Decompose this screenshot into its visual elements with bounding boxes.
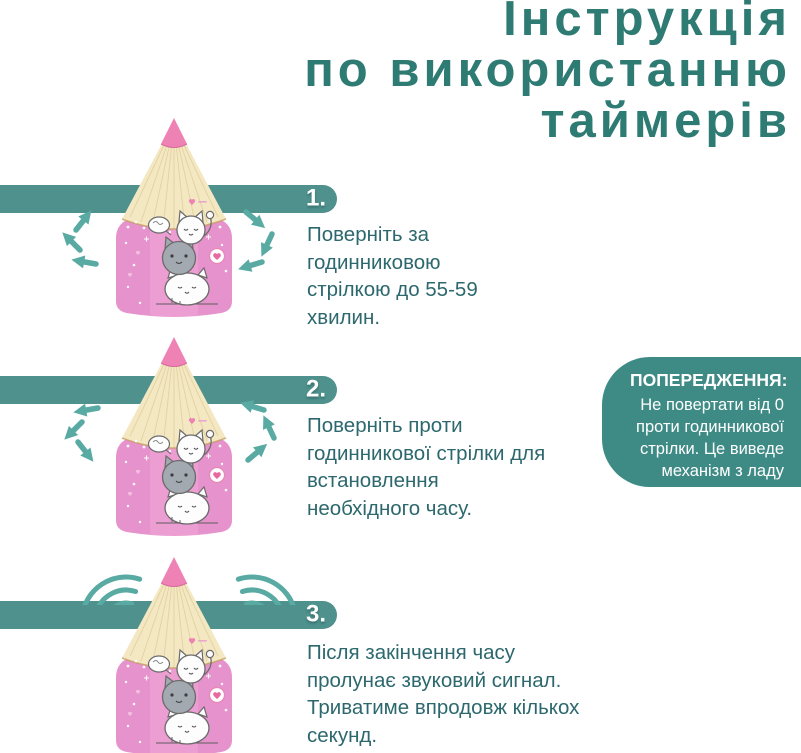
title-line-3: таймерів (540, 94, 791, 148)
title-line-2: по використанню (304, 43, 791, 97)
step-2-line: необхідного часу. (307, 496, 473, 520)
rotate-counterclockwise-right-arrows-icon (234, 394, 296, 468)
step-3-text: Після закінчення часу пролунає звуковий … (307, 639, 579, 749)
step-3-line: Триватиме впродовж кількох (307, 696, 580, 719)
step-1-line: Поверніть за (307, 223, 430, 246)
sound-waves-right-icon (214, 553, 298, 605)
step-2-line: встановлення (307, 469, 439, 492)
step-2-number: 2. (305, 375, 326, 403)
step-2-line: Поверніть проти (307, 414, 463, 437)
rotate-clockwise-left-arrows-icon (54, 208, 114, 272)
step-2-line: годинникової стрілки для (307, 441, 546, 465)
rotate-clockwise-right-arrows-icon (232, 204, 294, 278)
warning-line: проти годинникової (636, 418, 784, 436)
warning-title: ПОПЕРЕДЖЕННЯ: (630, 370, 788, 390)
step-1-number: 1. (305, 184, 326, 212)
step-1-text: Поверніть за годинниковою стрілкою до 55… (307, 221, 478, 331)
step-1-line: хвилин. (307, 305, 381, 329)
pencil-timer-illustration-1 (115, 117, 233, 318)
sound-waves-left-icon (80, 553, 164, 605)
step-3-line: пролунає звуковий сигнал. (307, 668, 562, 692)
step-1-line: стрілкою до 55-59 (307, 278, 478, 301)
pencil-timer-illustration-2 (115, 336, 233, 537)
warning-line: стрілки. Це виведе (639, 440, 784, 458)
step-3-line: секунд. (307, 723, 378, 747)
step-3-line: Після закінчення часу (307, 641, 516, 664)
step-2-text: Поверніть проти годинникової стрілки для… (307, 412, 545, 522)
step-3-number: 3. (305, 600, 326, 628)
title-line-1: Інструкція (503, 0, 791, 46)
page-title: Інструкція по використанню таймерів (304, 0, 791, 147)
warning-box: ПОПЕРЕДЖЕННЯ: Не повертати від 0 проти г… (602, 357, 801, 487)
step-1-line: годинниковою (307, 250, 441, 274)
warning-line: механізм з ладу (661, 462, 784, 480)
warning-line: Не повертати від 0 (640, 396, 784, 414)
rotate-counterclockwise-left-arrows-icon (56, 400, 116, 464)
